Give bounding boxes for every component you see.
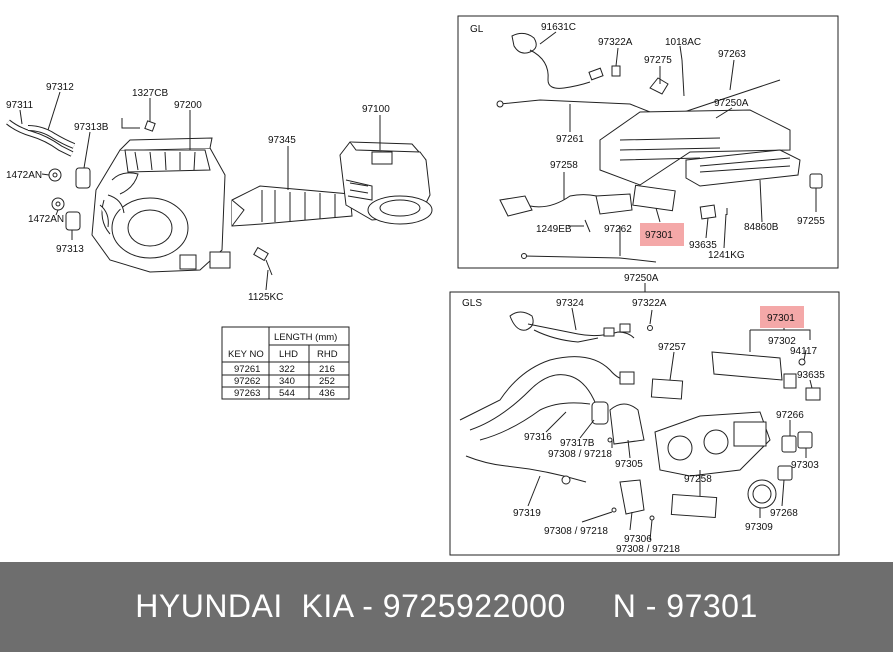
gls-panel-drawings bbox=[459, 311, 821, 521]
gls-label-97319: 97319 bbox=[513, 508, 541, 519]
footer-text: HYUNDAI KIA - 9725922000 N - 97301 bbox=[135, 588, 758, 624]
gls-leader-lines bbox=[527, 307, 813, 541]
gl-label-97262: 97262 bbox=[604, 224, 632, 235]
gl-panel-title: GL bbox=[470, 24, 484, 35]
gls-label-97305: 97305 bbox=[615, 459, 643, 470]
table-keyno-header: KEY NO bbox=[228, 349, 264, 360]
table-row-rhd: 216 bbox=[319, 364, 335, 375]
gls-label-97308-97218-b: 97308 / 97218 bbox=[544, 526, 608, 537]
gl-labels: GL 91631C 97322A 1018AC 97275 97263 9725… bbox=[470, 22, 825, 261]
label-1125kc: 1125KC bbox=[248, 292, 283, 303]
table-row-rhd: 252 bbox=[319, 376, 335, 387]
gl-label-91631c: 91631C bbox=[541, 22, 576, 33]
gl-label-1249eb: 1249EB bbox=[536, 224, 572, 235]
gls-label-97302: 97302 bbox=[768, 336, 796, 347]
gl-label-97250a: 97250A bbox=[714, 98, 749, 109]
label-97100: 97100 bbox=[362, 104, 390, 115]
gl-97301-highlight bbox=[640, 223, 684, 246]
gls-label-97316: 97316 bbox=[524, 432, 552, 443]
gls-label-97308-97218-c: 97308 / 97218 bbox=[616, 544, 680, 555]
gls-panel-title: GLS bbox=[462, 298, 482, 309]
gls-labels: GLS 97324 97322A 97257 97301 97302 94117… bbox=[462, 298, 825, 555]
duct-97345-drawing bbox=[231, 185, 353, 227]
duct-hose-drawing bbox=[6, 119, 76, 157]
table-lhd-header: LHD bbox=[279, 349, 298, 360]
gls-label-94117: 94117 bbox=[790, 346, 818, 357]
gl-panel-drawings bbox=[496, 32, 823, 263]
label-97312: 97312 bbox=[46, 82, 74, 93]
gl-label-97255: 97255 bbox=[797, 216, 825, 227]
left-labels: 97311 97312 1327CB 97200 97313B 1472AN 1… bbox=[6, 82, 390, 303]
gls-panel-frame bbox=[449, 291, 840, 556]
gls-label-97322a: 97322A bbox=[632, 298, 667, 309]
gl-panel-frame bbox=[457, 15, 839, 269]
screw-1125kc-drawing bbox=[253, 246, 273, 276]
gls-label-93635: 93635 bbox=[797, 370, 825, 381]
gl-label-1018ac: 1018AC bbox=[665, 37, 701, 48]
parts-diagram: 97311 97312 1327CB 97200 97313B 1472AN 1… bbox=[6, 15, 840, 556]
gls-label-97306: 97306 bbox=[624, 534, 652, 545]
gls-97301-highlight bbox=[760, 306, 804, 328]
label-97200: 97200 bbox=[174, 100, 202, 111]
gl-label-84860b: 84860B bbox=[744, 222, 779, 233]
gls-label-97308-97218-a: 97308 / 97218 bbox=[548, 449, 612, 460]
gls-label-97317b: 97317B bbox=[560, 438, 595, 449]
gls-label-97258: 97258 bbox=[684, 474, 712, 485]
part-number-footer: HYUNDAI KIA - 9725922000 N - 97301 bbox=[0, 562, 893, 652]
gl-label-97261: 97261 bbox=[556, 134, 584, 145]
length-table-grid bbox=[221, 326, 350, 400]
gls-label-97309: 97309 bbox=[745, 522, 773, 533]
table-rhd-header: RHD bbox=[317, 349, 338, 360]
leader-lines-left bbox=[19, 91, 381, 291]
gl-leader-lines bbox=[539, 31, 817, 256]
label-1327cb: 1327CB bbox=[132, 88, 168, 99]
table-length-header: LENGTH (mm) bbox=[274, 332, 337, 343]
gls-label-97301: 97301 bbox=[767, 313, 795, 324]
gl-label-97263: 97263 bbox=[718, 49, 746, 60]
gls-label-97266: 97266 bbox=[776, 410, 804, 421]
clip-drawings bbox=[48, 120, 156, 231]
gl-label-97322a: 97322A bbox=[598, 37, 633, 48]
length-table: LENGTH (mm) KEY NO LHD RHD 97261 322 216… bbox=[228, 332, 338, 399]
gls-label-97303: 97303 bbox=[791, 460, 819, 471]
label-97311: 97311 bbox=[6, 100, 34, 111]
label-97313b: 97313B bbox=[74, 122, 109, 133]
table-row-key: 97261 bbox=[234, 364, 260, 375]
gl-label-1241kg: 1241KG bbox=[708, 250, 745, 261]
between-label-97250a: 97250A bbox=[624, 273, 659, 284]
gls-label-97324: 97324 bbox=[556, 298, 584, 309]
table-row-lhd: 322 bbox=[279, 364, 295, 375]
label-97345: 97345 bbox=[268, 135, 296, 146]
table-row-lhd: 544 bbox=[279, 388, 295, 399]
label-1472an-a: 1472AN bbox=[6, 170, 42, 181]
table-row-key: 97262 bbox=[234, 376, 260, 387]
gl-label-97301: 97301 bbox=[645, 230, 673, 241]
table-row-lhd: 340 bbox=[279, 376, 295, 387]
gl-label-97275: 97275 bbox=[644, 55, 672, 66]
gls-label-97268: 97268 bbox=[770, 508, 798, 519]
table-row-rhd: 436 bbox=[319, 388, 335, 399]
gl-label-93635: 93635 bbox=[689, 240, 717, 251]
gl-label-97258: 97258 bbox=[550, 160, 578, 171]
label-1472an-b: 1472AN bbox=[28, 214, 64, 225]
label-97313: 97313 bbox=[56, 244, 84, 255]
heater-unit-drawing bbox=[91, 137, 231, 273]
table-row-key: 97263 bbox=[234, 388, 260, 399]
gls-label-97257: 97257 bbox=[658, 342, 686, 353]
blower-unit-drawing bbox=[339, 141, 433, 225]
